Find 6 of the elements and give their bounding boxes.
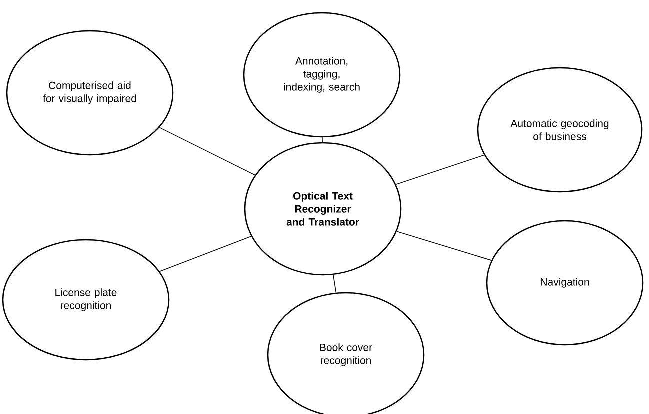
connector-line [333,274,337,294]
connector-line [160,236,252,272]
connector-line [396,154,485,186]
connector-line [396,231,492,261]
connector-line [322,137,323,143]
connector-line [159,127,256,176]
